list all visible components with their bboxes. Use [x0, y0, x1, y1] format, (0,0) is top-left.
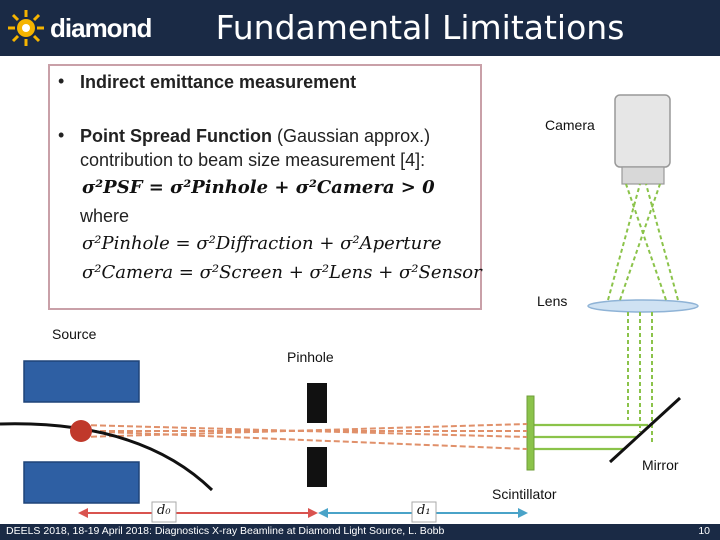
bullet-psf: Point Spread Function (Gaussian approx.) [80, 125, 430, 147]
d1-label-box [411, 501, 437, 523]
label-pinhole: Pinhole [287, 349, 334, 365]
pinhole-upper-blade [307, 383, 327, 423]
bullet-indirect-emittance: Indirect emittance measurement [80, 72, 357, 92]
electron-source-icon [70, 420, 92, 442]
equation-pinhole: σ²Pinhole = σ²Diffraction + σ²Aperture [82, 233, 442, 254]
electron-trajectory [0, 422, 214, 492]
logo-text: diamond [50, 13, 152, 43]
label-d1: d₁ [417, 503, 431, 518]
light-rays-horizontal [532, 423, 648, 451]
equation-camera: σ²Camera = σ²Screen + σ²Lens + σ²Sensor [82, 262, 482, 283]
light-rays-vertical [627, 312, 653, 444]
psf-line2: contribution to beam size measurement [4… [80, 150, 426, 170]
bullet-dot: • [58, 125, 65, 145]
where-text: where [80, 206, 130, 226]
d0-distance-arrow [78, 508, 318, 518]
magnet-bottom-icon [23, 461, 140, 504]
footer-bar: DEELS 2018, 18-19 April 2018: Diagnostic… [0, 524, 720, 540]
label-camera: Camera [545, 117, 595, 133]
label-lens: Lens [537, 293, 568, 309]
xray-beam [81, 423, 528, 450]
psf-bold-text: Point Spread Function [80, 126, 272, 146]
equation-psf: σ²PSF = σ²Pinhole + σ²Camera > 0 [82, 177, 435, 198]
header-bar: diamond Fundamental Limitations [0, 0, 720, 56]
camera-icon [614, 94, 671, 185]
diamond-logo: diamond [6, 8, 152, 48]
page-title: Fundamental Limitations [215, 8, 625, 47]
lens-icon [587, 299, 699, 313]
label-d0: d₀ [157, 503, 171, 518]
mirror-icon [608, 396, 682, 464]
scintillator-icon [526, 395, 535, 471]
d0-label-box [151, 501, 177, 523]
footer-citation: DEELS 2018, 18-19 April 2018: Diagnostic… [6, 525, 445, 537]
label-scintillator: Scintillator [492, 486, 557, 502]
page-number: 10 [698, 525, 710, 537]
pinhole-lower-blade [307, 447, 327, 487]
label-mirror: Mirror [642, 457, 679, 473]
psf-rest-text: (Gaussian approx.) [272, 126, 431, 146]
light-rays-upper [607, 183, 679, 301]
label-source: Source [52, 326, 97, 342]
content-box [48, 64, 482, 310]
magnet-top-icon [23, 360, 140, 403]
bullet-dot: • [58, 71, 65, 91]
logo-burst-icon [8, 10, 44, 46]
